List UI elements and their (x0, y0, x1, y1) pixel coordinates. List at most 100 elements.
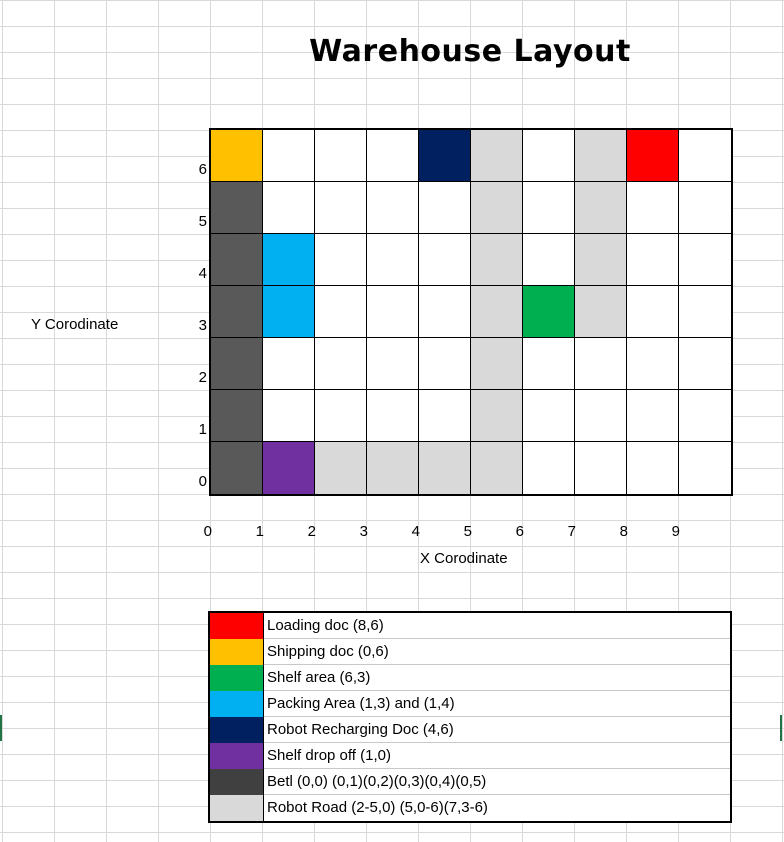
x-tick-label: 1 (255, 523, 264, 540)
grid-cell-robot-road (367, 442, 419, 494)
grid-cell-robot-road (471, 442, 523, 494)
legend-label: Robot Road (2-5,0) (5,0-6)(7,3-6) (267, 799, 488, 816)
grid-cell-empty (627, 338, 679, 390)
grid-cell-empty (679, 130, 731, 182)
grid-cell-shipping-doc (211, 130, 263, 182)
grid-cell-belt (211, 390, 263, 442)
selection-edge-left (0, 715, 2, 741)
y-tick-label: 0 (198, 473, 207, 490)
grid-cell-empty (419, 286, 471, 338)
legend-label: Robot Recharging Doc (4,6) (267, 721, 454, 738)
grid-cell-robot-road (471, 338, 523, 390)
grid-cell-recharging-doc (419, 130, 471, 182)
grid-cell-empty (367, 182, 419, 234)
grid-cell-empty (523, 442, 575, 494)
grid-cell-empty (315, 286, 367, 338)
grid-cell-empty (523, 390, 575, 442)
y-tick-label: 4 (198, 265, 207, 282)
legend-label: Shipping doc (0,6) (267, 643, 389, 660)
x-tick-label: 9 (671, 523, 680, 540)
legend-swatch (210, 795, 264, 821)
grid-cell-empty (679, 286, 731, 338)
grid-cell-empty (367, 338, 419, 390)
legend-swatch (210, 665, 264, 691)
grid-cell-empty (679, 390, 731, 442)
grid-cell-belt (211, 442, 263, 494)
legend-row: Packing Area (1,3) and (1,4) (210, 691, 730, 717)
legend-label: Betl (0,0) (0,1)(0,2)(0,3)(0,4)(0,5) (267, 773, 487, 790)
legend-row: Shipping doc (0,6) (210, 639, 730, 665)
legend-label: Packing Area (1,3) and (1,4) (267, 695, 455, 712)
grid-cell-belt (211, 338, 263, 390)
grid-cell-empty (575, 338, 627, 390)
grid-cell-empty (627, 182, 679, 234)
grid-cell-empty (679, 338, 731, 390)
grid-cell-belt (211, 182, 263, 234)
grid-cell-empty (263, 182, 315, 234)
grid-cell-empty (367, 286, 419, 338)
legend-row: Shelf drop off (1,0) (210, 743, 730, 769)
grid-cell-robot-road (419, 442, 471, 494)
grid-cell-empty (419, 182, 471, 234)
grid-cell-empty (679, 442, 731, 494)
legend-table: Loading doc (8,6) Shipping doc (0,6) Shelf… (208, 611, 732, 823)
y-tick-label: 3 (198, 317, 207, 334)
grid-cell-empty (367, 130, 419, 182)
grid-cell-empty (575, 442, 627, 494)
x-tick-label: 2 (307, 523, 316, 540)
grid-cell-empty (315, 390, 367, 442)
x-tick-label: 5 (463, 523, 472, 540)
grid-cell-empty (263, 130, 315, 182)
grid-cell-empty (367, 390, 419, 442)
legend-swatch (210, 613, 264, 639)
grid-cell-empty (523, 182, 575, 234)
legend-row: Loading doc (8,6) (210, 613, 730, 639)
y-tick-label: 2 (198, 369, 207, 386)
x-tick-label: 8 (619, 523, 628, 540)
grid-cell-empty (263, 390, 315, 442)
grid-cell-empty (627, 286, 679, 338)
y-axis-title: Y Corodinate (31, 316, 119, 333)
grid-cell-robot-road (575, 182, 627, 234)
grid-cell-empty (263, 338, 315, 390)
y-tick-label: 5 (198, 213, 207, 230)
x-tick-label: 0 (203, 523, 212, 540)
grid-cell-robot-road (471, 130, 523, 182)
grid-cell-empty (523, 338, 575, 390)
x-tick-label: 4 (411, 523, 420, 540)
grid-cell-shelf-drop-off (263, 442, 315, 494)
grid-cell-loading-doc (627, 130, 679, 182)
grid-cell-robot-road (575, 286, 627, 338)
grid-cell-empty (523, 234, 575, 286)
grid-cell-robot-road (471, 390, 523, 442)
grid-cell-empty (627, 390, 679, 442)
grid-cell-robot-road (575, 234, 627, 286)
legend-swatch (210, 717, 264, 743)
grid-cell-empty (679, 234, 731, 286)
x-axis-title: X Corodinate (420, 550, 508, 567)
grid-cell-empty (315, 234, 367, 286)
x-tick-label: 7 (567, 523, 576, 540)
legend-label: Loading doc (8,6) (267, 617, 384, 634)
grid-cell-empty (627, 234, 679, 286)
grid-cell-robot-road (471, 234, 523, 286)
grid-cell-packing-area (263, 234, 315, 286)
grid-cell-empty (419, 234, 471, 286)
grid-cell-robot-road (471, 286, 523, 338)
warehouse-grid (209, 128, 733, 496)
legend-row: Betl (0,0) (0,1)(0,2)(0,3)(0,4)(0,5) (210, 769, 730, 795)
grid-cell-empty (315, 338, 367, 390)
y-tick-label: 1 (198, 421, 207, 438)
legend-label: Shelf area (6,3) (267, 669, 371, 686)
legend-swatch (210, 691, 264, 717)
grid-cell-empty (315, 182, 367, 234)
selection-edge-right (780, 715, 784, 741)
grid-cell-empty (575, 390, 627, 442)
grid-cell-robot-road (471, 182, 523, 234)
page-title: Warehouse Layout (309, 34, 631, 69)
grid-cell-empty (679, 182, 731, 234)
grid-cell-empty (627, 442, 679, 494)
grid-cell-robot-road (575, 130, 627, 182)
x-tick-label: 3 (359, 523, 368, 540)
legend-swatch (210, 639, 264, 665)
